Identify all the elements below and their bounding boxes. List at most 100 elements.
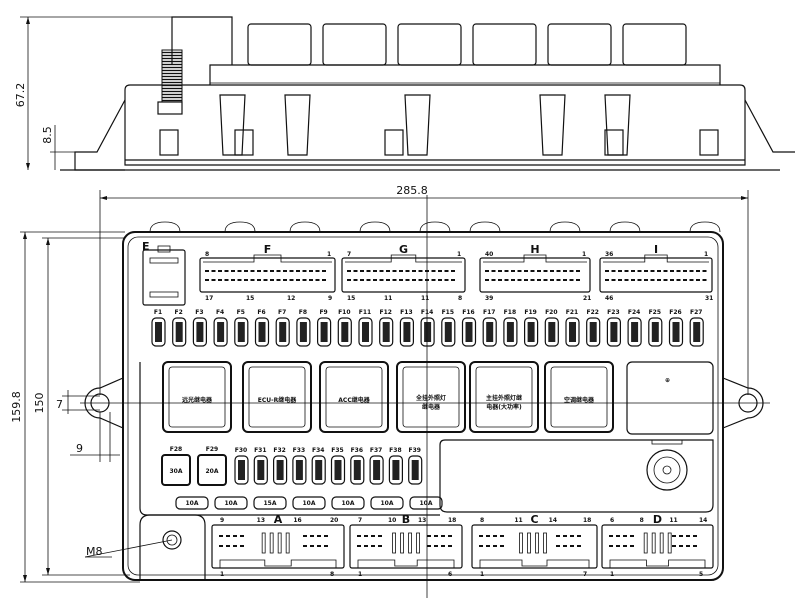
fuse-F13[interactable]: F13 [399, 309, 414, 347]
svg-text:159.8: 159.8 [10, 391, 23, 423]
svg-text:F26: F26 [669, 309, 681, 316]
svg-text:E: E [142, 240, 150, 253]
svg-text:5: 5 [699, 571, 703, 578]
fuse-horizontal[interactable]: 10A [175, 496, 209, 510]
fuse-F3[interactable]: F3 [192, 309, 207, 347]
fuse-F18[interactable]: F18 [503, 309, 518, 347]
fuse-F17[interactable]: F17 [482, 309, 497, 347]
fuse-F30[interactable]: F30 [234, 447, 249, 485]
fuse-F22[interactable]: F22 [586, 309, 601, 347]
svg-text:8: 8 [458, 295, 462, 302]
fuse-F5[interactable]: F5 [234, 309, 249, 347]
fuse-F19[interactable]: F19 [523, 309, 539, 347]
svg-text:F15: F15 [442, 309, 454, 316]
svg-text:1: 1 [704, 251, 708, 258]
fuse-F20[interactable]: F20 [544, 309, 559, 347]
svg-text:F33: F33 [293, 447, 305, 454]
fuse-F1[interactable]: F1 [151, 309, 166, 347]
fuse-F15[interactable]: F15 [441, 309, 456, 347]
dimension-depth: 159.8 150 [10, 231, 140, 583]
fuse-F23[interactable]: F23 [606, 309, 622, 347]
fuse-F16[interactable]: F16 [461, 309, 477, 347]
svg-text:16: 16 [293, 517, 301, 524]
svg-text:14: 14 [549, 517, 557, 524]
svg-text:14: 14 [699, 517, 707, 524]
fuse-F25[interactable]: F25 [648, 309, 663, 347]
relay[interactable]: ECU-R继电器 [242, 361, 312, 433]
fuse-F32[interactable]: F32 [273, 447, 288, 485]
svg-text:C: C [530, 513, 538, 526]
fuse-F14[interactable]: F14 [420, 309, 435, 347]
housing-tab [469, 221, 501, 233]
svg-text:46: 46 [605, 295, 613, 302]
fuse-horizontal[interactable]: 10A [292, 496, 326, 510]
side-window [384, 129, 404, 156]
svg-text:11: 11 [514, 517, 522, 524]
fuse-F34[interactable]: F34 [311, 447, 326, 485]
fuse-F39[interactable]: F39 [408, 447, 423, 485]
svg-text:7: 7 [358, 517, 362, 524]
fuse-F12[interactable]: F12 [379, 309, 394, 347]
svg-text:ECU-R继电器: ECU-R继电器 [258, 396, 297, 404]
fuse-F2[interactable]: F2 [172, 309, 187, 347]
svg-text:F19: F19 [524, 309, 536, 316]
fuse-F7[interactable]: F7 [275, 309, 290, 347]
svg-text:11: 11 [421, 295, 429, 302]
svg-text:8.5: 8.5 [41, 126, 54, 144]
svg-text:10A: 10A [186, 500, 199, 507]
svg-text:18: 18 [448, 517, 456, 524]
side-latch [539, 94, 566, 156]
housing-tab [289, 221, 321, 233]
fuse-F9[interactable]: F9 [317, 309, 332, 347]
bolt-thread-icon [157, 49, 183, 115]
svg-text:40: 40 [485, 251, 493, 258]
fuse-horizontal[interactable]: 10A [214, 496, 248, 510]
housing-tab [609, 221, 641, 233]
housing-tab [689, 221, 721, 233]
dimension-ear-width: 9 [70, 412, 120, 462]
fuse-F38[interactable]: F38 [388, 447, 403, 485]
fuse-horizontal[interactable]: 15A [253, 496, 287, 510]
bolt-callout: M8 [84, 539, 173, 558]
svg-text:F23: F23 [607, 309, 619, 316]
svg-text:F35: F35 [331, 447, 343, 454]
dimension-width: 285.8 [99, 184, 749, 395]
fuse-F8[interactable]: F8 [296, 309, 311, 347]
svg-text:39: 39 [485, 295, 493, 302]
fuse-F35[interactable]: F35 [330, 447, 346, 485]
fuse-F24[interactable]: F24 [627, 309, 642, 347]
fuse-F31[interactable]: F31 [253, 447, 268, 485]
svg-text:15A: 15A [264, 500, 277, 507]
fuse-F26[interactable]: F26 [668, 309, 684, 347]
fuse-F36[interactable]: F36 [350, 447, 365, 485]
fuse-horizontal[interactable]: 10A [331, 496, 365, 510]
fuse-F33[interactable]: F33 [292, 447, 307, 485]
svg-text:7: 7 [347, 251, 351, 258]
fuse-F27[interactable]: F27 [689, 309, 704, 347]
relay[interactable]: ACC继电器 [319, 361, 389, 433]
fuse-F21[interactable]: F21 [565, 309, 580, 347]
svg-text:13: 13 [418, 517, 426, 524]
fuse-horizontal[interactable]: 10A [409, 496, 443, 510]
fuse-horizontal[interactable]: 10A [370, 496, 404, 510]
fuse-F4[interactable]: F4 [213, 309, 228, 347]
relay[interactable]: 空调继电器 [544, 361, 614, 433]
side-latch [404, 94, 431, 156]
fuse-F10[interactable]: F10 [337, 309, 352, 347]
svg-text:F39: F39 [408, 447, 420, 454]
fuse-F37[interactable]: F37 [369, 447, 384, 485]
fuse-F6[interactable]: F6 [254, 309, 270, 347]
fuse-F11[interactable]: F11 [358, 309, 373, 347]
svg-text:M8: M8 [86, 545, 103, 558]
housing-tab [359, 221, 391, 233]
relay[interactable]: 远光继电器 [162, 361, 232, 433]
side-latch [219, 94, 246, 156]
